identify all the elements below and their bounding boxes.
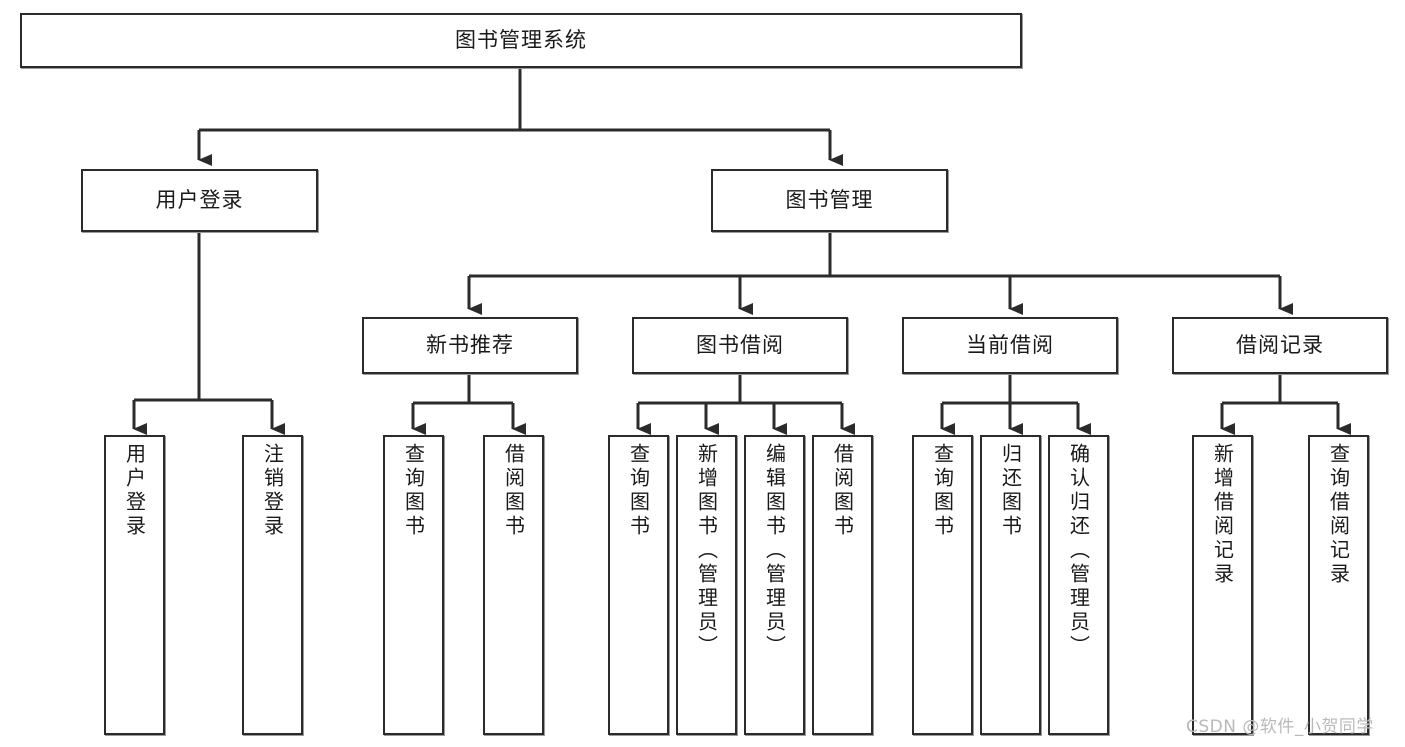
leaf-query-borrowing-record[interactable]: 查询借阅记录 [1308,435,1369,735]
node-current-borrowing[interactable]: 当前借阅 [902,317,1118,374]
node-label: 查询图书 [401,443,426,539]
node-label: 用户登录 [122,443,147,539]
leaf-add-book-admin[interactable]: 新增图书（管理员） [676,435,737,735]
leaf-edit-book-admin[interactable]: 编辑图书（管理员） [744,435,805,735]
node-label: 借阅图书 [830,443,855,539]
node-label: 编辑图书（管理员） [762,443,787,659]
node-label: 用户登录 [155,187,244,212]
node-label: 借阅记录 [1236,332,1324,357]
node-label: 新书推荐 [426,332,514,357]
node-label: 图书管理系统 [455,27,587,52]
node-label: 查询图书 [626,443,651,539]
leaf-query-book-current[interactable]: 查询图书 [912,435,973,735]
leaf-add-borrowing-record[interactable]: 新增借阅记录 [1192,435,1253,735]
node-label: 查询借阅记录 [1326,443,1351,587]
node-label: 查询图书 [930,443,955,539]
node-book-borrowing[interactable]: 图书借阅 [632,317,848,374]
node-borrowing-record[interactable]: 借阅记录 [1172,317,1388,374]
node-label: 借阅图书 [501,443,526,539]
leaf-confirm-return-admin[interactable]: 确认归还（管理员） [1048,435,1109,735]
node-root-book-management-system[interactable]: 图书管理系统 [20,13,1022,68]
node-book-management[interactable]: 图书管理 [711,169,948,232]
leaf-user-login[interactable]: 用户登录 [104,435,165,735]
node-label: 新增借阅记录 [1210,443,1235,587]
node-new-book-recommendation[interactable]: 新书推荐 [362,317,578,374]
csdn-watermark: CSDN @软件_小贺同学 [1186,717,1374,737]
node-label: 新增图书（管理员） [694,443,719,659]
leaf-borrow-book-recommendation[interactable]: 借阅图书 [483,435,544,735]
node-label: 注销登录 [260,443,285,539]
leaf-return-book[interactable]: 归还图书 [980,435,1041,735]
node-label: 当前借阅 [966,332,1054,357]
leaf-logout[interactable]: 注销登录 [242,435,303,735]
node-label: 归还图书 [998,443,1023,539]
node-label: 图书管理 [785,187,874,212]
node-label: 确认归还（管理员） [1066,443,1091,659]
leaf-borrow-book-borrowing[interactable]: 借阅图书 [812,435,873,735]
node-user-login[interactable]: 用户登录 [81,169,318,232]
node-label: 图书借阅 [696,332,784,357]
leaf-query-book-borrowing[interactable]: 查询图书 [608,435,669,735]
leaf-query-book-recommendation[interactable]: 查询图书 [383,435,444,735]
